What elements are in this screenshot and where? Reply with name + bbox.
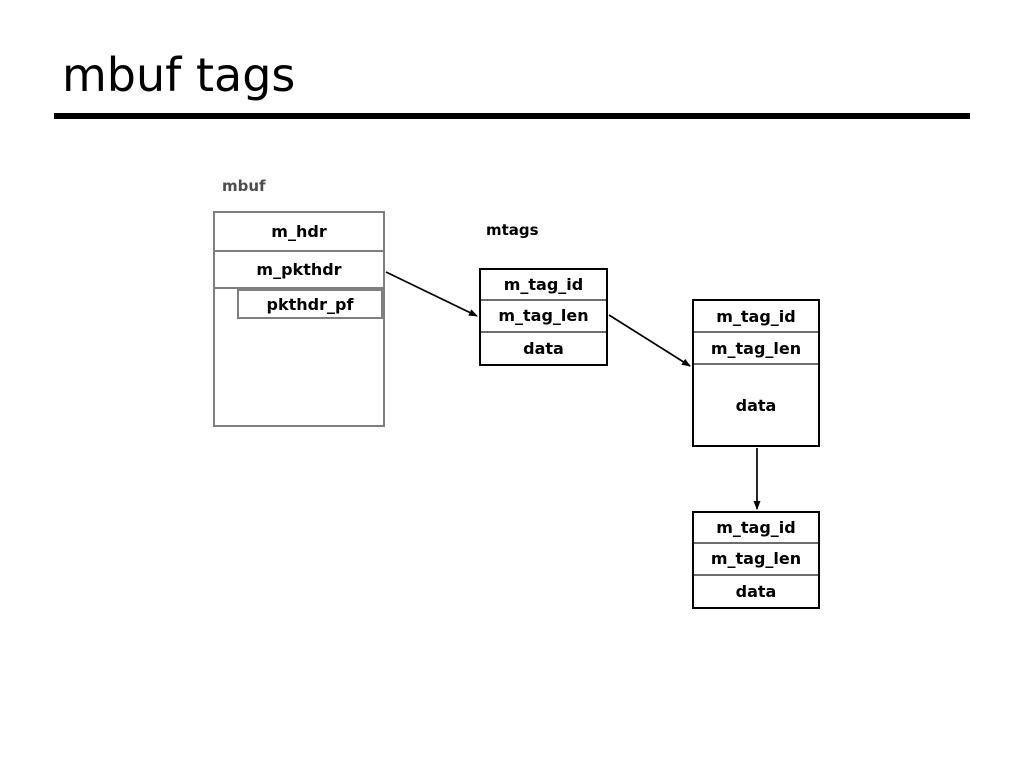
mbuf-caption: mbuf [222, 177, 266, 195]
m-tag-2-field-id: m_tag_id [694, 301, 818, 333]
mbuf-field-data-area [215, 319, 383, 425]
m-tag-box-3: m_tag_id m_tag_len data [692, 511, 820, 609]
m-tag-3-field-len: m_tag_len [694, 544, 818, 576]
mbuf-field-m-hdr: m_hdr [215, 213, 383, 252]
m-tag-3-field-data: data [735, 581, 777, 601]
m-tag-box-2: m_tag_id m_tag_len data [692, 299, 820, 447]
m-tag-box-1: m_tag_id m_tag_len data [479, 268, 608, 366]
connector-mbuf-to-tag1 [385, 271, 478, 317]
m-tag-1-field-len: m_tag_len [481, 301, 606, 333]
mbuf-field-pkthdr-pf: pkthdr_pf [237, 289, 383, 319]
m-tag-1-field-id: m_tag_id [481, 270, 606, 302]
m-tag-2-field-len: m_tag_len [694, 333, 818, 365]
mtags-caption: mtags [486, 221, 539, 239]
mbuf-field-m-pkthdr: m_pkthdr [215, 252, 383, 289]
connector-tag1-to-tag2 [608, 314, 691, 367]
m-tag-1-field-data: data [523, 338, 564, 358]
mbuf-struct-box: m_hdr m_pkthdr pkthdr_pf [213, 211, 385, 427]
page-title: mbuf tags [62, 48, 296, 102]
m-tag-2-field-data: data [735, 395, 777, 415]
title-divider-rule [54, 113, 970, 119]
m-tag-3-field-id: m_tag_id [694, 513, 818, 545]
